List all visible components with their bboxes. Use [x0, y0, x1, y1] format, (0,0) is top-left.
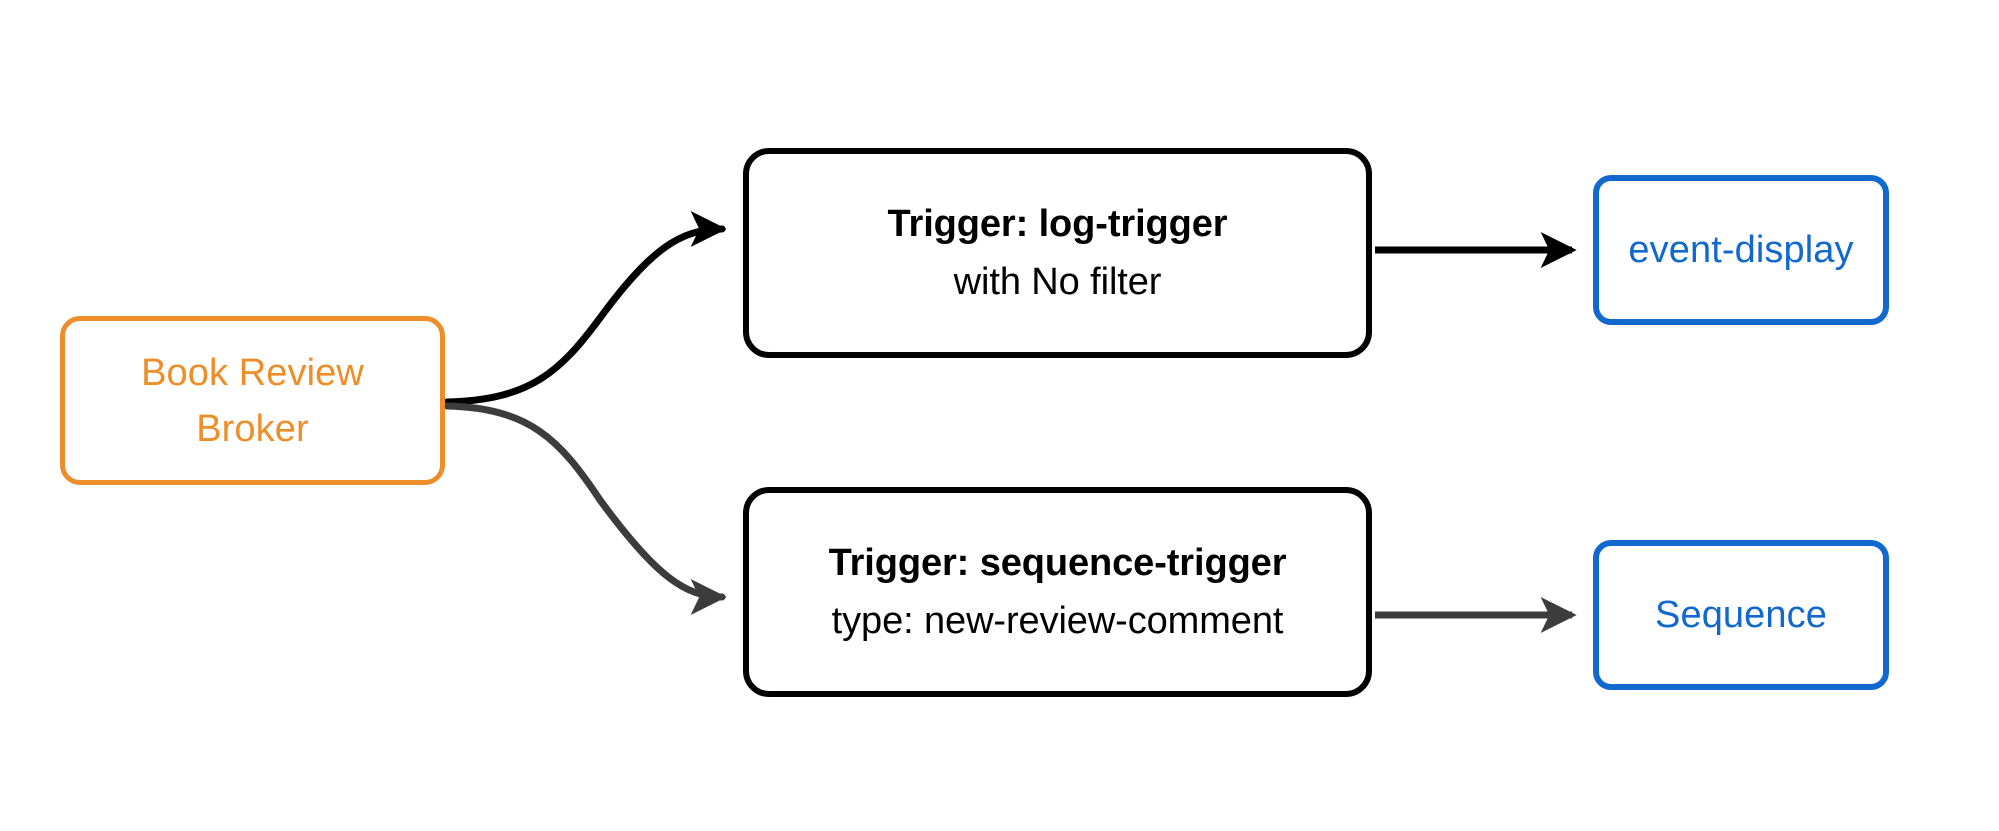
node-book-review-broker[interactable]: Book Review Broker — [60, 316, 445, 485]
broker-label-line-2: Broker — [196, 407, 309, 450]
trigger-log-subtitle: with No filter — [953, 261, 1162, 303]
trigger-sequence-title: Trigger: sequence-trigger — [828, 542, 1287, 584]
edge-broker-to-sequence-trigger — [443, 402, 727, 616]
node-sequence[interactable]: Sequence — [1593, 540, 1889, 690]
broker-label-line-1: Book Review — [141, 351, 364, 394]
trigger-sequence-subtitle: type: new-review-comment — [831, 600, 1284, 642]
node-trigger-sequence-trigger[interactable]: Trigger: sequence-trigger type: new-revi… — [743, 487, 1372, 697]
node-trigger-log-trigger[interactable]: Trigger: log-trigger with No filter — [743, 148, 1372, 358]
sequence-label: Sequence — [1655, 594, 1827, 636]
edge-broker-to-log-trigger — [443, 210, 727, 406]
event-display-label: event-display — [1628, 229, 1854, 271]
trigger-log-title: Trigger: log-trigger — [887, 203, 1228, 245]
node-event-display[interactable]: event-display — [1593, 175, 1889, 325]
